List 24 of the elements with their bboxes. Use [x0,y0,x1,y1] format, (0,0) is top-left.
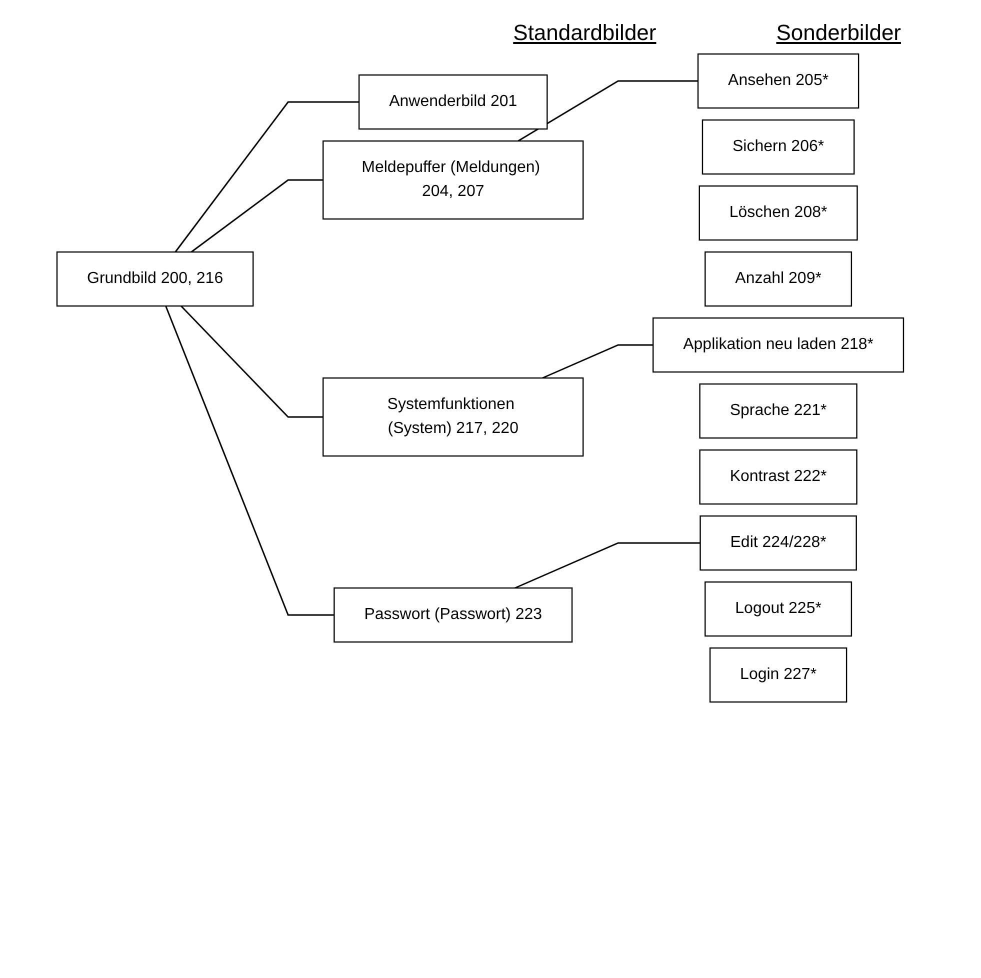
column-heading: Sonderbilder [776,20,901,46]
connector-line [190,179,323,253]
connector-line [514,542,700,589]
screen-box: Ansehen 205* [697,53,859,109]
screen-box: Applikation neu laden 218* [652,317,904,373]
column-heading: Standardbilder [513,20,656,46]
screen-box: Löschen 208* [698,185,858,241]
connector-line [180,305,323,418]
connector-line [164,306,334,616]
screen-box: Sichern 206* [702,119,854,175]
screen-box: Sprache 221* [698,383,858,439]
screen-box: Meldepuffer (Meldungen) 204, 207 [322,140,584,220]
screen-box: Login 227* [709,647,847,703]
screen-box: Grundbild 200, 216 [56,251,254,307]
screen-box: Systemfunktionen (System) 217, 220 [322,377,584,457]
screen-box: Kontrast 222* [698,449,858,505]
screen-box: Passwort (Passwort) 223 [333,587,572,643]
screen-box: Anwenderbild 201 [358,74,548,130]
screen-box: Anzahl 209* [704,251,852,307]
screen-box: Edit 224/228* [699,515,857,571]
connector-line [517,80,698,142]
screen-box: Logout 225* [704,581,852,637]
connector-line [174,101,359,252]
connector-line [542,344,653,379]
